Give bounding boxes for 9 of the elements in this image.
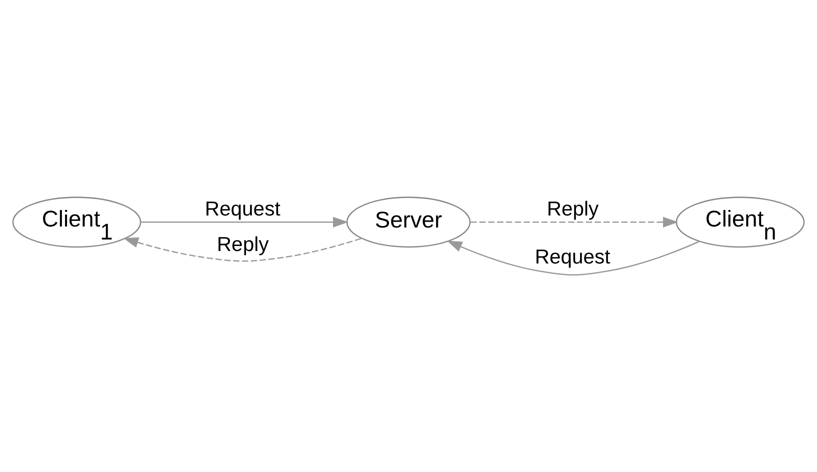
- arrow: [470, 216, 678, 228]
- arrow: [123, 237, 362, 262]
- node-ellipse: Server: [346, 196, 471, 248]
- edge-label: Reply: [216, 234, 269, 256]
- arrow: [140, 216, 348, 228]
- edge-label: Reply: [546, 198, 599, 221]
- arrow: [446, 240, 700, 276]
- edge-label: Request: [534, 246, 610, 269]
- edge-label: Request: [204, 198, 280, 221]
